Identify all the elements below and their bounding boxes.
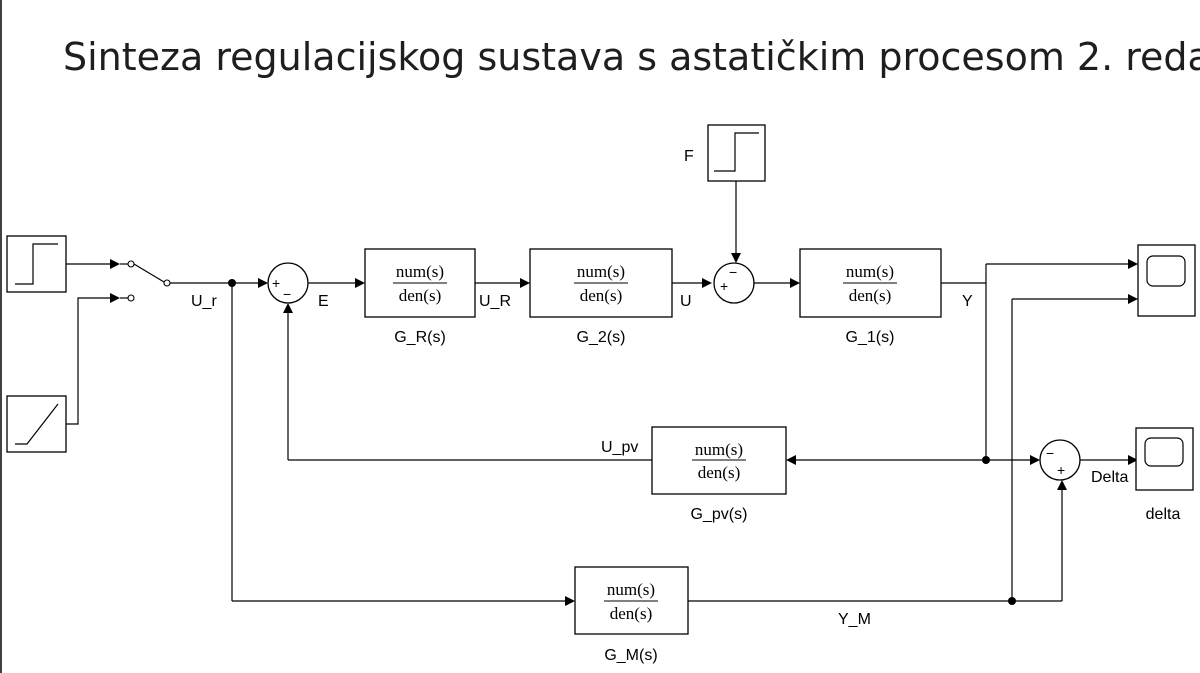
numerator: num(s)	[846, 262, 894, 281]
transfer-fcn-g-2[interactable]: num(s) den(s)	[529, 248, 673, 318]
step-icon	[15, 243, 58, 285]
block-label-g-m: G_M(s)	[604, 647, 657, 664]
signal-label-u-r: U_r	[191, 293, 217, 310]
block-label-delta: delta	[1146, 506, 1181, 523]
ramp-source-block[interactable]	[6, 395, 67, 453]
denominator: den(s)	[610, 604, 652, 623]
step-source-block[interactable]	[6, 235, 67, 293]
denominator: den(s)	[698, 463, 740, 482]
step-icon	[714, 132, 759, 172]
page-title: Sinteza regulacijskog sustava s astatičk…	[63, 35, 1200, 79]
transfer-fcn-g-1[interactable]: num(s) den(s)	[799, 248, 942, 318]
signal-label-u: U	[680, 293, 692, 310]
signal-label-delta: Delta	[1091, 469, 1128, 486]
scope-block[interactable]	[1137, 244, 1196, 317]
block-label-g-1: G_1(s)	[846, 329, 895, 346]
signal-label-y: Y	[962, 293, 973, 310]
block-label-g-2: G_2(s)	[577, 329, 626, 346]
numerator: num(s)	[396, 262, 444, 281]
block-label-g-pv: G_pv(s)	[691, 506, 748, 523]
numerator: num(s)	[607, 580, 655, 599]
sign-minus: −	[283, 286, 291, 302]
denominator: den(s)	[849, 286, 891, 305]
manual-switch[interactable]	[120, 260, 232, 302]
scope-delta-block[interactable]	[1135, 427, 1194, 491]
numerator: num(s)	[695, 440, 743, 459]
step-disturbance-block[interactable]	[707, 124, 766, 182]
ramp-icon	[15, 403, 59, 445]
denominator: den(s)	[580, 286, 622, 305]
scope-icon	[1146, 255, 1186, 287]
sum-block-3[interactable]: − +	[1039, 439, 1081, 481]
sum-block-1[interactable]: + −	[267, 262, 309, 304]
block-label-g-r: G_R(s)	[394, 329, 446, 346]
signal-label-e: E	[318, 293, 329, 310]
sign-plus: +	[720, 278, 728, 294]
sign-plus: +	[1057, 462, 1065, 478]
signal-label-f: F	[684, 148, 694, 165]
sign-minus: −	[729, 264, 737, 280]
signal-label-y-m: Y_M	[838, 611, 871, 628]
denominator: den(s)	[399, 286, 441, 305]
sign-plus: +	[272, 275, 280, 291]
branch-point	[1008, 597, 1016, 605]
transfer-fcn-g-m[interactable]: num(s) den(s)	[574, 566, 689, 635]
signal-label-u-cap-r: U_R	[479, 293, 511, 310]
signal-label-u-pv: U_pv	[601, 439, 638, 456]
scope-icon	[1144, 437, 1184, 467]
transfer-fcn-g-r[interactable]: num(s) den(s)	[364, 248, 476, 318]
sum-block-2[interactable]: + −	[713, 262, 755, 304]
transfer-fcn-g-pv[interactable]: num(s) den(s)	[651, 426, 787, 495]
numerator: num(s)	[577, 262, 625, 281]
sign-minus: −	[1046, 445, 1054, 461]
